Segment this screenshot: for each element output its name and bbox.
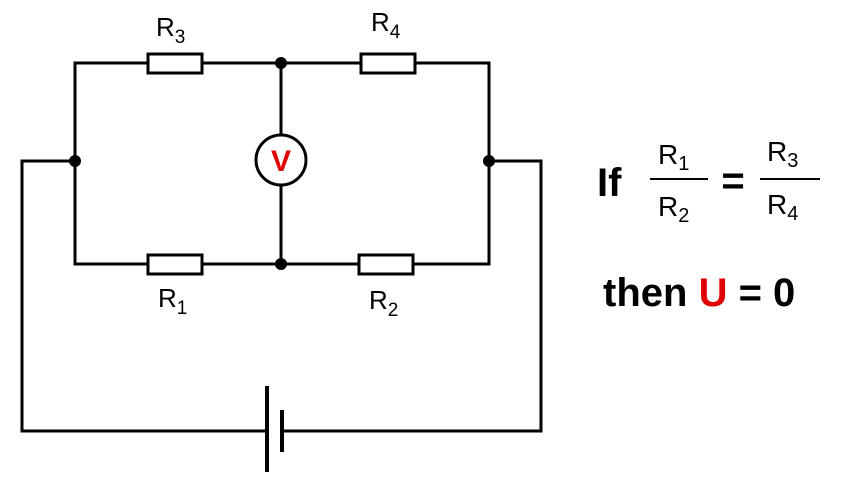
label-r2: R2	[369, 285, 398, 321]
node-right	[483, 155, 495, 167]
voltmeter-symbol: V	[271, 145, 291, 178]
label-r4: R4	[371, 7, 401, 43]
label-r3: R3	[156, 12, 185, 48]
node-left	[69, 155, 81, 167]
equation-equals-sign: =	[721, 159, 744, 203]
label-r1: R1	[158, 283, 187, 319]
battery-symbol	[265, 386, 284, 472]
wire-outer-left	[20, 159, 267, 433]
resistor-r3	[146, 52, 204, 75]
equation-if-word: If	[597, 161, 622, 205]
result-statement: then U = 0	[603, 271, 795, 315]
wire-outer-right	[281, 159, 543, 433]
circuit-wires	[20, 61, 543, 433]
fraction-left-denominator: R2	[658, 191, 689, 227]
voltmeter: V	[254, 133, 308, 187]
node-bottom-middle	[275, 258, 287, 270]
bridge-condition-equation: If R1 R2 = R3 R4	[597, 136, 820, 227]
node-top-middle	[275, 57, 287, 69]
resistor-r1	[146, 253, 204, 276]
resistor-r2	[357, 253, 415, 276]
fraction-right-denominator: R4	[767, 189, 798, 225]
result-value: = 0	[739, 271, 796, 315]
result-variable-u: U	[699, 271, 728, 315]
fraction-left-numerator: R1	[658, 139, 689, 175]
resistor-r4	[359, 52, 417, 75]
junction-nodes	[69, 57, 495, 270]
result-then-word: then	[603, 271, 687, 315]
voltmeter-ring	[254, 133, 308, 187]
fraction-right-numerator: R3	[767, 136, 798, 172]
